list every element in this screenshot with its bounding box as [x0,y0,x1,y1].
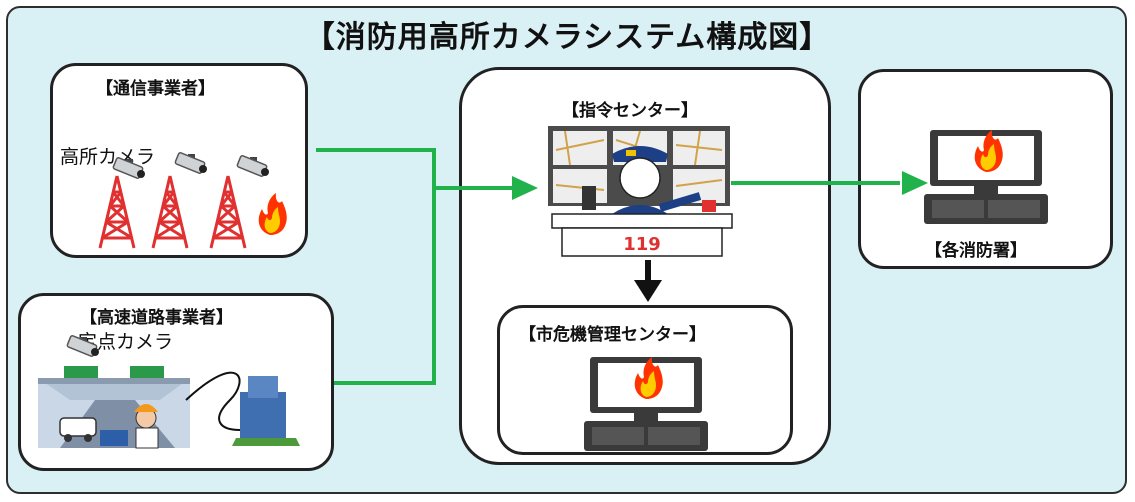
crisis-label: 【市危機管理センター】 [519,325,706,345]
desk-number-text: 119 [623,234,661,255]
carrier-label: 【通信事業者】 [96,79,215,99]
highrise-camera-icons [112,151,270,180]
green-connector-lines [316,148,900,385]
radio-tower-icons [98,174,247,250]
dispatch-label: 【指令センター】 [562,101,698,121]
highway-label: 【高速道路事業者】 [80,308,233,328]
fixed-camera-label: 定点カメラ [78,331,174,353]
crisis-monitor [584,357,708,451]
dispatch-desk: 119 [551,213,733,257]
arrow-to-stations [902,171,928,195]
highway-scene [38,334,300,449]
stations-monitor [924,130,1048,224]
arrow-to-dispatch [512,176,538,200]
diagram-title: 【消防用高所カメラシステム構成図】 [304,20,831,55]
stations-label: 【各消防署】 [925,241,1027,261]
arrow-to-crisis [634,260,662,302]
carrier-fire-icon [258,193,287,235]
